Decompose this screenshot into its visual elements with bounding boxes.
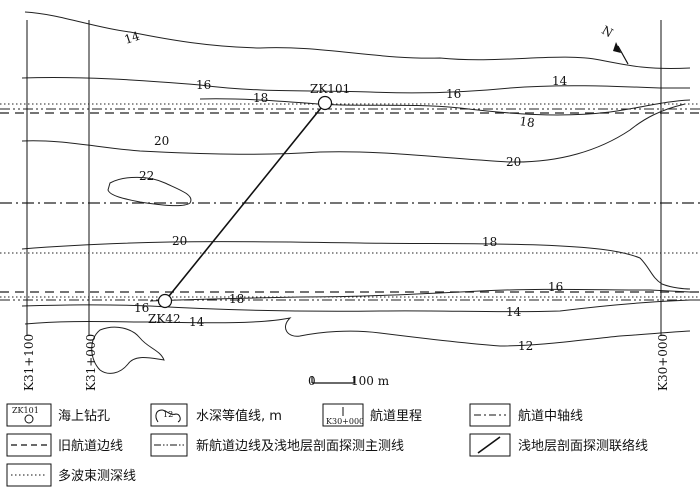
contour-label: 20 (172, 234, 187, 248)
contour-label: 12 (518, 339, 533, 353)
borehole-label-zk101: ZK101 (310, 82, 350, 96)
chainage-label-k30-000: K30+000 (656, 334, 670, 391)
legend-chainage-text: 航道里程 (370, 408, 422, 424)
legend-new-boundary-text: 新航道边线及浅地层剖面探测主测线 (196, 438, 404, 454)
contour-20-lower (21, 241, 691, 290)
contour-label: 16 (196, 78, 211, 92)
contour-14-lower (24, 317, 691, 347)
legend-multibeam-text: 多波束测深线 (58, 468, 136, 484)
contour-label: 18 (229, 292, 244, 306)
contour-label: 14 (552, 74, 568, 88)
legend-old-boundary-text: 旧航道边线 (58, 438, 123, 454)
contour-18-lower (149, 288, 691, 302)
contour-label: 22 (139, 169, 154, 183)
north-arrow: N (599, 23, 629, 65)
scale-end: 100 m (351, 374, 390, 388)
contour-20-upper (21, 103, 686, 163)
scale-start: 0 (308, 374, 316, 388)
contour-22 (107, 176, 192, 207)
contour-16-lower (21, 299, 691, 313)
contour-14-top (24, 11, 691, 70)
legend-contour-text: 水深等值线, m (196, 408, 282, 424)
contour-label: 20 (154, 134, 169, 148)
legend-tie-line-icon (477, 436, 501, 454)
contour-label: 18 (253, 91, 268, 105)
legend-borehole-icon (24, 414, 34, 424)
chainage-label-k31-100: K31+100 (22, 334, 36, 391)
contour-label: 16 (446, 87, 461, 101)
legend-contour-icon (155, 409, 181, 423)
contour-label: 14 (123, 29, 142, 47)
contour-label: 18 (482, 235, 497, 249)
legend: ZK101 海上钻孔 12 水深等值线, m K30+000 航道里程 航道中轴… (6, 403, 648, 487)
legend-borehole-text: 海上钻孔 (58, 409, 110, 424)
tie-line (164, 102, 326, 302)
chainage-label-k31-000: K31+000 (84, 334, 98, 391)
contour-label: 18 (519, 114, 536, 130)
north-label: N (599, 23, 615, 40)
legend-borehole-icon-text: ZK101 (12, 406, 39, 415)
contour-12 (91, 326, 165, 374)
contour-label: 16 (134, 301, 149, 315)
contour-16-upper (21, 76, 690, 94)
borehole-label-zk42: ZK42 (148, 312, 181, 326)
contour-label: 20 (506, 155, 521, 169)
legend-contour-icon-text: 12 (163, 410, 173, 419)
legend-centerline-text: 航道中轴线 (518, 408, 583, 424)
contour-label: 14 (189, 315, 205, 329)
borehole-zk101 (317, 95, 333, 111)
legend-tie-line-text: 浅地层剖面探测联络线 (518, 438, 648, 454)
scale-bar: 0 100 m (308, 374, 390, 388)
legend-chainage-icon-text: K30+000 (326, 417, 364, 426)
contour-label: 14 (506, 305, 522, 319)
contour-label: 16 (548, 280, 563, 294)
borehole-zk42 (157, 293, 173, 309)
